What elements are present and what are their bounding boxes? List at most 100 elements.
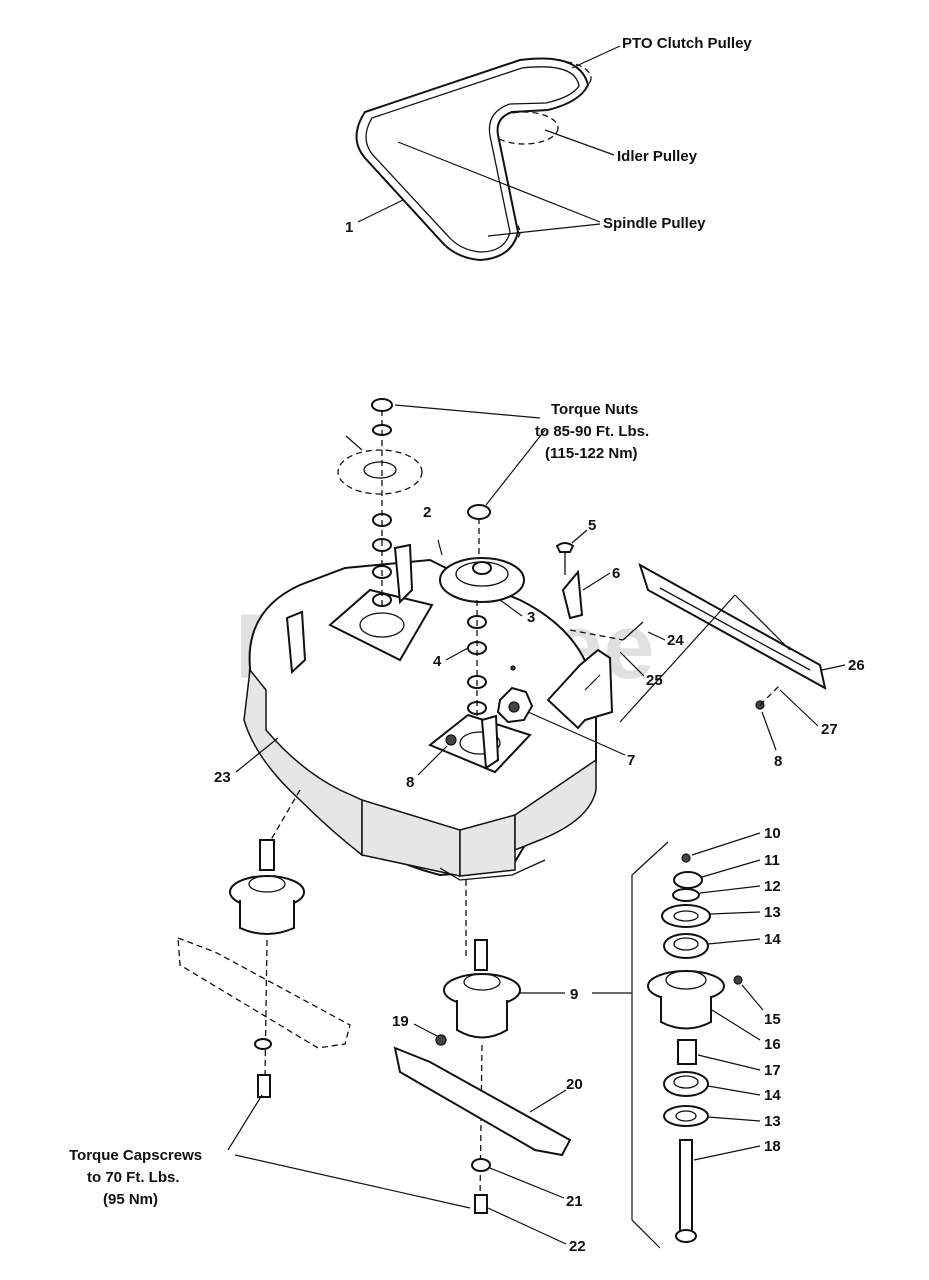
leader: [527, 711, 626, 756]
idler-pulley-label: Idler Pulley: [617, 148, 698, 165]
leader: [227, 1094, 263, 1151]
callout-2: 2: [423, 504, 431, 521]
leader: [487, 223, 601, 237]
callout-6: 6: [612, 565, 620, 582]
nut-8: [445, 734, 457, 746]
callout-14-bottom: 14: [764, 1087, 781, 1104]
mower-belt: [355, 57, 590, 262]
mower-deck-housing: [243, 558, 598, 881]
capscrew-22: [474, 1194, 488, 1214]
callout-22: 22: [569, 1238, 586, 1255]
torque-capscrews-line1: Torque Capscrews: [69, 1147, 202, 1164]
grease-fitting-19: [435, 1034, 447, 1046]
leader: [741, 984, 764, 1011]
callout-16: 16: [764, 1036, 781, 1053]
callout-12: 12: [764, 878, 781, 895]
bolt-24: [622, 621, 644, 641]
callout-8-left: 8: [406, 774, 414, 791]
left-hardware-stack: [337, 398, 423, 610]
callout-3: 3: [527, 609, 535, 626]
leader: [701, 859, 761, 878]
washer-21: [471, 1158, 491, 1172]
callout-5: 5: [588, 517, 596, 534]
leader: [571, 45, 621, 69]
belt-routing-diagram: [355, 57, 592, 262]
leader: [711, 1009, 761, 1041]
leader: [821, 664, 846, 671]
leader: [529, 1089, 567, 1113]
spindle-pulley-label: Spindle Pulley: [603, 215, 706, 232]
callout-11: 11: [764, 852, 780, 869]
leader: [647, 631, 666, 641]
explode-bracket: [631, 841, 669, 1249]
left-spindle-mount-plate: [328, 588, 434, 662]
bolt-5: [555, 542, 575, 553]
right-spindle-mount-plate: [428, 713, 532, 774]
leader: [691, 832, 761, 856]
callout-13-bottom: 13: [764, 1113, 781, 1130]
leader: [707, 938, 761, 945]
leader: [445, 647, 469, 661]
blade-20: [393, 1046, 572, 1157]
leader: [699, 885, 761, 894]
assembly-line: [734, 594, 791, 651]
callout-25: 25: [646, 672, 663, 689]
leader: [397, 141, 601, 223]
callout-7: 7: [627, 752, 635, 769]
leader: [413, 1023, 438, 1037]
leader: [234, 1154, 471, 1209]
spindle-exploded-parts: [647, 853, 743, 1243]
plate-edge: [659, 587, 811, 671]
assembly-line: [619, 594, 736, 723]
leader: [761, 711, 777, 751]
torque-nuts-line3: (115-122 Nm): [545, 445, 638, 462]
mount-hole: [459, 731, 501, 755]
center-spindle-pulley: [437, 504, 525, 720]
callout-9: 9: [570, 986, 578, 1003]
leader: [417, 745, 448, 776]
callout-27: 27: [821, 721, 838, 738]
callout-14-top: 14: [764, 931, 781, 948]
leader: [707, 1116, 761, 1122]
rear-bracket: [285, 610, 307, 675]
leader: [499, 599, 523, 617]
mount-hole: [359, 612, 405, 638]
leader: [697, 1054, 761, 1071]
leader: [582, 572, 611, 591]
blade-guard-plate-26: [638, 562, 827, 690]
leader: [707, 1085, 761, 1096]
torque-capscrews-line2: to 70 Ft. Lbs.: [87, 1169, 180, 1186]
callout-20: 20: [566, 1076, 583, 1093]
pin: [510, 665, 516, 671]
knob-center: [508, 701, 520, 713]
leader: [487, 1207, 567, 1245]
belt-guard-bracket: [546, 648, 614, 730]
callout-26: 26: [848, 657, 865, 674]
callout-24: 24: [667, 632, 684, 649]
leader: [619, 651, 645, 677]
leader: [779, 689, 819, 727]
callout-1: 1: [345, 219, 353, 236]
leader: [544, 129, 615, 156]
callout-15: 15: [764, 1011, 781, 1028]
leader: [485, 429, 546, 506]
torque-capscrews-line3: (95 Nm): [103, 1191, 158, 1208]
callout-19: 19: [392, 1013, 409, 1030]
leader: [357, 199, 404, 223]
leader: [489, 1167, 565, 1199]
callout-23: 23: [214, 769, 231, 786]
callout-13-top: 13: [764, 904, 781, 921]
left-bracket: [393, 543, 414, 605]
torque-nuts-line2: to 85-90 Ft. Lbs.: [535, 423, 649, 440]
callout-18: 18: [764, 1138, 781, 1155]
bracket-6: [561, 569, 584, 620]
right-bracket: [480, 714, 500, 770]
callout-21: 21: [566, 1193, 583, 1210]
torque-nuts-line1: Torque Nuts: [551, 401, 638, 418]
callout-10: 10: [764, 825, 781, 842]
leader: [235, 737, 279, 773]
detail-line: [584, 674, 601, 691]
center-line: [759, 684, 781, 706]
callout-8-right: 8: [774, 753, 782, 770]
